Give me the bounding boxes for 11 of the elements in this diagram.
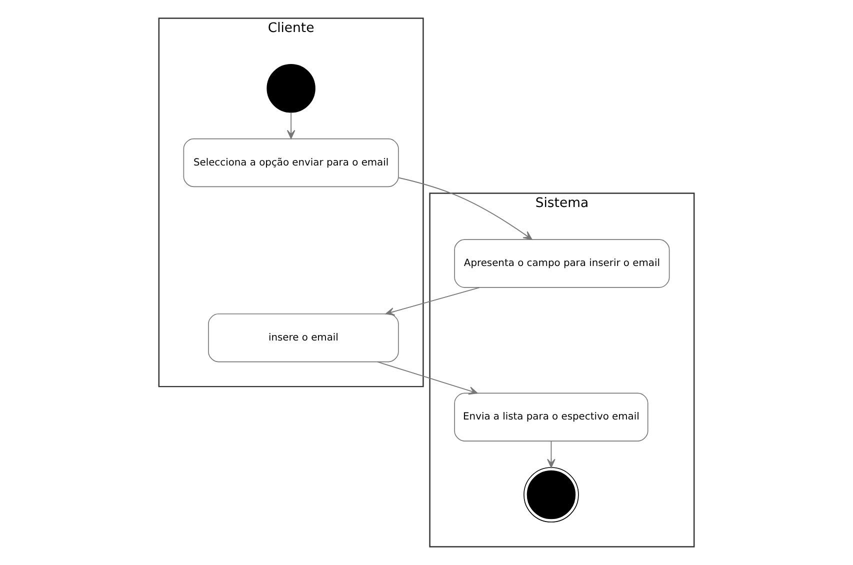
node-box: Selecciona a opção enviar para o email [183,138,399,188]
node-bullseye [524,467,579,522]
node-box: Envia a lista para o espectivo email [454,392,648,442]
node-box: insere o email [208,313,399,362]
arrow [398,177,532,240]
arrow [385,287,480,316]
arrow [547,440,556,468]
arrow [376,361,478,395]
arrow [286,112,296,140]
node-circle [266,64,316,113]
node-box: Apresenta o campo para inserir o email [454,239,670,288]
